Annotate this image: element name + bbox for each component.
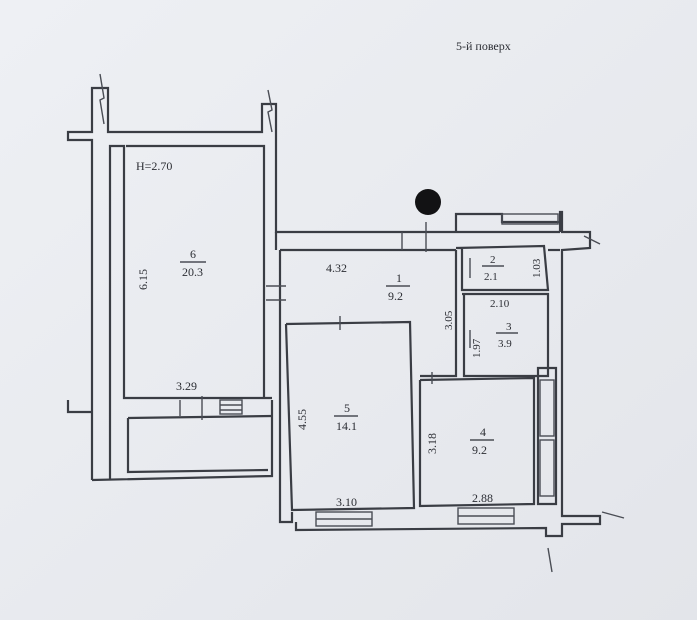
- room-area: 20.3: [182, 265, 203, 279]
- room-number: 2: [490, 254, 496, 266]
- room-6: 6 20.3: [180, 247, 206, 279]
- dim-room1-width: 4.32: [326, 261, 347, 275]
- room-3: 3 3.9: [496, 321, 518, 350]
- dim-room2-height: 1.03: [531, 258, 543, 278]
- room-area: 9.2: [472, 443, 487, 457]
- dim-room6-height: 6.15: [136, 269, 150, 290]
- break-marks: [99, 73, 625, 573]
- room-1: 1 9.2: [386, 271, 410, 303]
- room-area: 9.2: [388, 289, 403, 303]
- room-4: 4 9.2: [470, 425, 494, 457]
- walls: [66, 86, 602, 538]
- room-5: 5 14.1: [334, 401, 358, 433]
- dim-room1-depth: 3.05: [443, 310, 455, 330]
- dim-room4-width: 2.88: [472, 491, 493, 505]
- dim-room5-height: 4.55: [295, 409, 309, 430]
- room-area: 3.9: [498, 338, 512, 350]
- ceiling-height-label: H=2.70: [136, 159, 172, 173]
- dim-room5-width: 3.10: [336, 495, 357, 509]
- room-2: 2 2.1: [482, 254, 504, 283]
- room-number: 6: [190, 247, 196, 261]
- dim-room3-height: 1.97: [471, 338, 483, 358]
- room-number: 1: [396, 271, 402, 285]
- room-area: 14.1: [336, 419, 357, 433]
- doors: [179, 222, 471, 420]
- room-area: 2.1: [484, 271, 498, 283]
- windows: [315, 213, 559, 527]
- ink-blot: [415, 189, 441, 215]
- floor-label: 5-й поверх: [456, 39, 511, 53]
- dimensions: 6.15 3.29 4.32 3.05 1.97 2.10 1.03 4.55 …: [136, 258, 543, 509]
- room-number: 4: [480, 425, 486, 439]
- dim-room3-width: 2.10: [490, 298, 510, 310]
- room-number: 3: [506, 321, 512, 333]
- room-number: 5: [344, 401, 350, 415]
- dim-room6-width: 3.29: [176, 379, 197, 393]
- dim-room4-height: 3.18: [425, 433, 439, 454]
